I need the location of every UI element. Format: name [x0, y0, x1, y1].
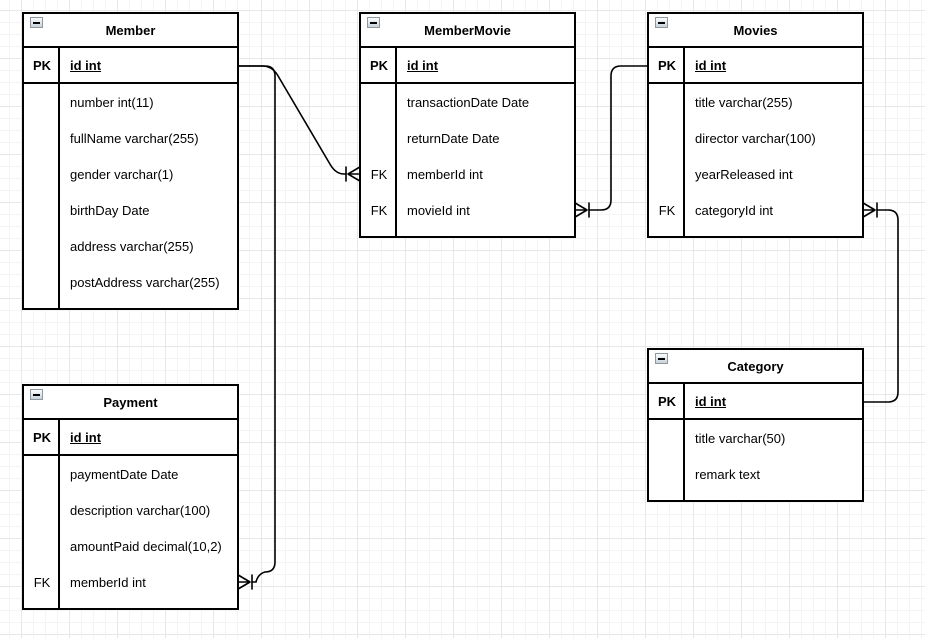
row-key-cell: FK — [658, 202, 676, 218]
table-row[interactable]: gender varchar(1) — [24, 156, 237, 192]
table-title: Movies — [733, 22, 778, 38]
relationship-category-movies[interactable] — [863, 202, 899, 403]
row-field-label: categoryId int — [695, 202, 774, 218]
row-field-label: paymentDate Date — [70, 466, 179, 482]
row-key-cell — [361, 120, 397, 156]
pk-field-label: id int — [407, 57, 439, 73]
row-field-label: remark text — [695, 466, 761, 482]
table-row[interactable]: number int(11) — [24, 84, 237, 120]
relationship-movies-membermovie[interactable] — [575, 65, 648, 218]
pk-key-cell: PK — [32, 429, 52, 445]
pk-field-label: id int — [695, 57, 727, 73]
table-title: Member — [105, 22, 156, 38]
collapse-icon[interactable] — [655, 17, 668, 28]
collapse-icon[interactable] — [367, 17, 380, 28]
entity-table-payment[interactable]: Payment PK id int paymentDate Date descr… — [22, 384, 239, 610]
entity-table-member[interactable]: Member PK id int number int(11) fullName… — [22, 12, 239, 310]
row-key-cell — [24, 228, 60, 264]
table-row[interactable]: paymentDate Date — [24, 456, 237, 492]
row-field-label: fullName varchar(255) — [70, 130, 199, 146]
row-field-label: yearReleased int — [695, 166, 793, 182]
row-key-cell: FK — [370, 202, 388, 218]
table-row[interactable]: FK categoryId int — [649, 192, 862, 228]
table-row-pk[interactable]: PK id int — [24, 420, 237, 456]
row-field-label: postAddress varchar(255) — [70, 274, 220, 290]
pk-key-cell: PK — [657, 57, 677, 73]
row-field-label: description varchar(100) — [70, 502, 211, 518]
row-key-cell — [649, 156, 685, 192]
collapse-icon[interactable] — [655, 353, 668, 364]
row-field-label: memberId int — [407, 166, 483, 182]
row-key-cell: FK — [370, 166, 388, 182]
pk-field-label: id int — [70, 57, 102, 73]
table-row[interactable]: birthDay Date — [24, 192, 237, 228]
row-key-cell — [24, 456, 60, 492]
row-key-cell — [649, 120, 685, 156]
row-field-label: director varchar(100) — [695, 130, 816, 146]
row-field-label: movieId int — [407, 202, 470, 218]
table-row[interactable]: postAddress varchar(255) — [24, 264, 237, 300]
row-key-cell — [24, 192, 60, 228]
table-row[interactable]: transactionDate Date — [361, 84, 574, 120]
table-row[interactable]: FK movieId int — [361, 192, 574, 228]
collapse-icon[interactable] — [30, 17, 43, 28]
row-field-label: transactionDate Date — [407, 94, 530, 110]
table-row[interactable]: title varchar(255) — [649, 84, 862, 120]
table-row-pk[interactable]: PK id int — [24, 48, 237, 84]
table-header[interactable]: Member — [24, 14, 237, 48]
pk-key-cell: PK — [32, 57, 52, 73]
entity-table-category[interactable]: Category PK id int title varchar(50) rem… — [647, 348, 864, 502]
table-header[interactable]: MemberMovie — [361, 14, 574, 48]
table-row[interactable]: description varchar(100) — [24, 492, 237, 528]
row-key-cell — [24, 156, 60, 192]
row-field-label: memberId int — [70, 574, 146, 590]
row-field-label: amountPaid decimal(10,2) — [70, 538, 222, 554]
table-row-pk[interactable]: PK id int — [649, 48, 862, 84]
row-key-cell — [24, 264, 60, 300]
row-field-label: title varchar(255) — [695, 94, 793, 110]
row-key-cell: FK — [33, 574, 51, 590]
table-row-pk[interactable]: PK id int — [361, 48, 574, 84]
relationship-member-membermovie[interactable] — [238, 65, 360, 182]
row-field-label: birthDay Date — [70, 202, 150, 218]
table-title: Category — [727, 358, 784, 374]
table-row[interactable]: director varchar(100) — [649, 120, 862, 156]
table-row[interactable]: FK memberId int — [24, 564, 237, 600]
row-key-cell — [24, 492, 60, 528]
row-field-label: title varchar(50) — [695, 430, 786, 446]
table-row[interactable]: title varchar(50) — [649, 420, 862, 456]
table-header[interactable]: Payment — [24, 386, 237, 420]
collapse-icon[interactable] — [30, 389, 43, 400]
pk-field-label: id int — [70, 429, 102, 445]
row-field-label: address varchar(255) — [70, 238, 194, 254]
pk-field-label: id int — [695, 393, 727, 409]
table-row[interactable]: amountPaid decimal(10,2) — [24, 528, 237, 564]
relationship-member-payment[interactable] — [238, 65, 276, 590]
row-field-label: number int(11) — [70, 94, 154, 110]
table-row[interactable]: returnDate Date — [361, 120, 574, 156]
row-key-cell — [24, 84, 60, 120]
table-title: MemberMovie — [424, 22, 511, 38]
table-row[interactable]: fullName varchar(255) — [24, 120, 237, 156]
row-field-label: gender varchar(1) — [70, 166, 174, 182]
entity-table-movies[interactable]: Movies PK id int title varchar(255) dire… — [647, 12, 864, 238]
table-row[interactable]: remark text — [649, 456, 862, 492]
table-row[interactable]: yearReleased int — [649, 156, 862, 192]
row-key-cell — [24, 528, 60, 564]
pk-key-cell: PK — [369, 57, 389, 73]
row-key-cell — [361, 84, 397, 120]
row-key-cell — [649, 420, 685, 456]
row-key-cell — [649, 84, 685, 120]
entity-table-membermovie[interactable]: MemberMovie PK id int transactionDate Da… — [359, 12, 576, 238]
table-title: Payment — [103, 394, 158, 410]
table-row-pk[interactable]: PK id int — [649, 384, 862, 420]
pk-key-cell: PK — [657, 393, 677, 409]
row-key-cell — [24, 120, 60, 156]
table-row[interactable]: FK memberId int — [361, 156, 574, 192]
row-key-cell — [649, 456, 685, 492]
table-row[interactable]: address varchar(255) — [24, 228, 237, 264]
table-header[interactable]: Category — [649, 350, 862, 384]
table-header[interactable]: Movies — [649, 14, 862, 48]
row-field-label: returnDate Date — [407, 130, 500, 146]
